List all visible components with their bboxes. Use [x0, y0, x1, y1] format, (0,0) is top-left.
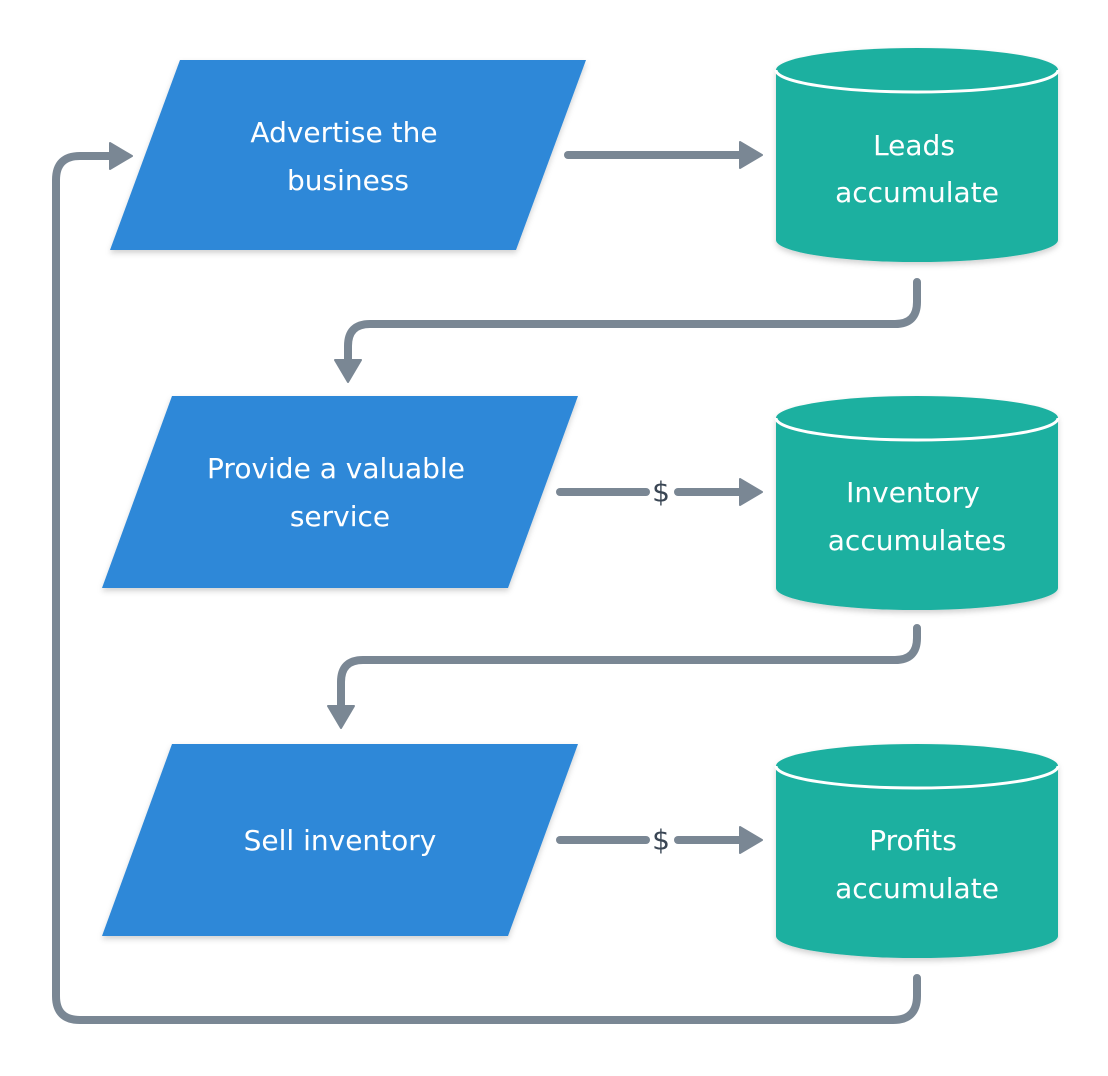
connectors: $ $	[52, 141, 921, 1024]
node-provide: Provide a valuable service	[102, 396, 578, 588]
edge-leads-to-provide	[334, 278, 921, 383]
node-leads-line-2: accumulate	[835, 176, 999, 209]
node-inventory-line-2: accumulates	[828, 524, 1006, 557]
edge-provide-to-inventory: $	[556, 476, 763, 509]
edge-profits-to-advertise	[52, 142, 921, 1024]
node-sell: Sell inventory	[102, 744, 578, 936]
node-inventory-line-1: Inventory	[846, 476, 980, 509]
node-advertise-line-2: business	[287, 164, 409, 197]
edge-label-provide-to-inventory: $	[652, 476, 670, 509]
node-provide-line-2: service	[290, 500, 390, 533]
node-leads: Leads accumulate	[774, 48, 1060, 262]
node-leads-line-1: Leads	[873, 129, 955, 162]
node-profits-line-2: accumulate	[835, 872, 999, 905]
node-provide-line-1: Provide a valuable	[207, 452, 465, 485]
node-sell-line-1: Sell inventory	[244, 824, 437, 857]
node-advertise: Advertise the business	[110, 60, 586, 250]
node-profits: Profits accumulate	[774, 744, 1060, 958]
edge-sell-to-profits: $	[556, 824, 763, 857]
edge-inventory-to-sell	[327, 624, 921, 729]
node-profits-line-1: Profits	[869, 824, 957, 857]
edge-advertise-to-leads	[564, 141, 763, 169]
node-advertise-line-1: Advertise the	[250, 116, 437, 149]
edge-label-sell-to-profits: $	[652, 824, 670, 857]
node-inventory: Inventory accumulates	[774, 396, 1060, 610]
